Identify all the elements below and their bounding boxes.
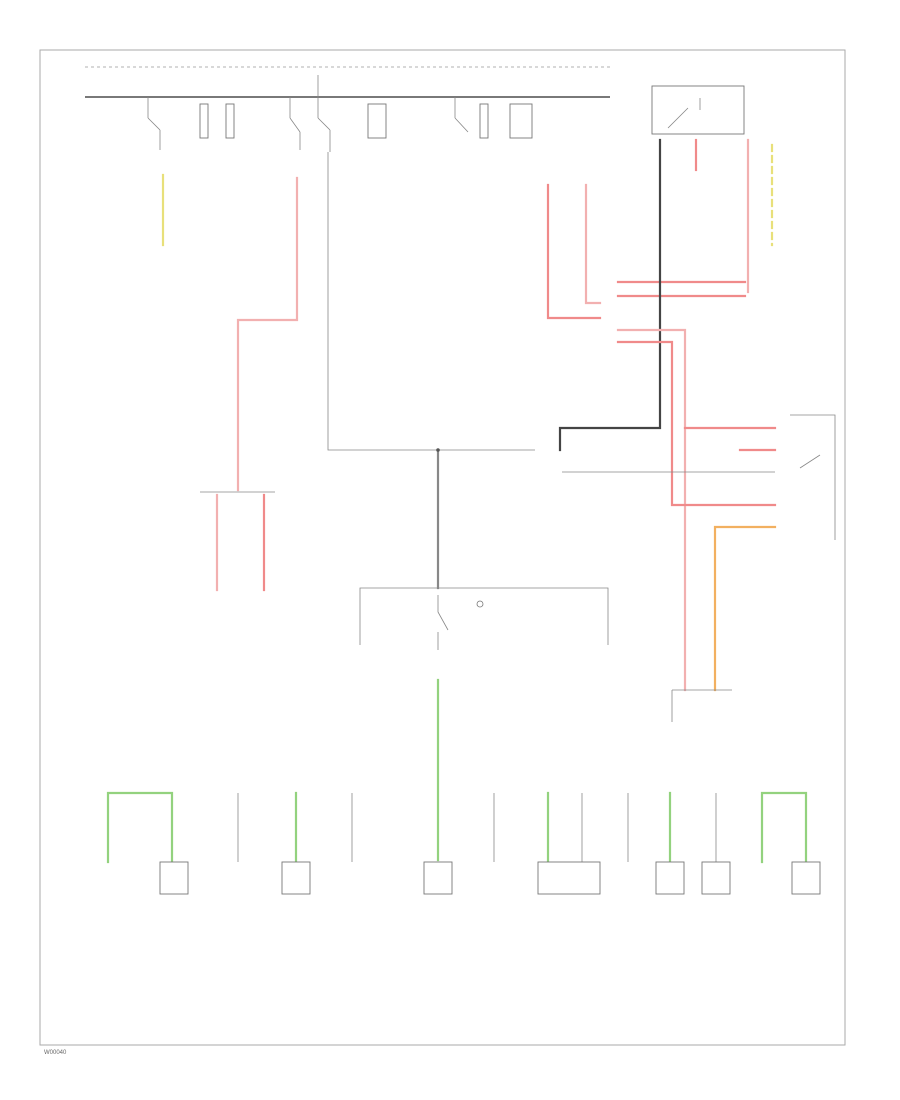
page-code: W00040 bbox=[44, 1050, 67, 1056]
wire-red-right-2 bbox=[584, 183, 602, 305]
component-box bbox=[655, 861, 685, 895]
relay-switch-icon bbox=[454, 97, 469, 133]
splice-icon bbox=[436, 448, 440, 452]
component-box bbox=[537, 861, 601, 895]
wire-orange-module bbox=[713, 525, 777, 692]
wire-green-b11 bbox=[760, 791, 808, 864]
relay-switch-icon bbox=[289, 97, 301, 150]
component-box bbox=[701, 861, 731, 895]
relay-box bbox=[651, 85, 745, 135]
wire-grey-center bbox=[327, 152, 535, 451]
fuse-group-3 bbox=[454, 97, 533, 139]
relay-switch-icon bbox=[799, 454, 821, 469]
fuse-icon bbox=[509, 103, 533, 139]
splice-icon bbox=[476, 600, 484, 608]
bottom-row bbox=[106, 791, 821, 895]
ignition-bracket bbox=[359, 587, 609, 645]
component-box bbox=[791, 861, 821, 895]
fuse-group-1 bbox=[147, 97, 235, 150]
wire-red-main-left bbox=[236, 176, 299, 492]
relay-switch-icon bbox=[147, 97, 161, 150]
fuse-icon bbox=[199, 103, 209, 139]
relay-switch-icon bbox=[667, 98, 701, 129]
fuse-icon bbox=[479, 103, 489, 139]
component-box bbox=[281, 861, 311, 895]
component-box bbox=[423, 861, 453, 895]
fuse-group-2 bbox=[289, 97, 387, 152]
module-bracket-right bbox=[790, 414, 836, 540]
relay-switch-icon bbox=[437, 595, 449, 650]
wire-red-module-2 bbox=[616, 340, 777, 507]
wire-red-module-1 bbox=[616, 328, 687, 692]
fuse-icon bbox=[367, 103, 387, 139]
module-bracket-lower-right bbox=[671, 689, 732, 722]
wire-green-b1 bbox=[106, 791, 174, 864]
component-box bbox=[159, 861, 189, 895]
diagram-frame bbox=[39, 49, 846, 1046]
wire-red-right-1 bbox=[546, 183, 602, 320]
wire-black-right bbox=[558, 138, 662, 452]
fuse-icon bbox=[225, 103, 235, 139]
relay-switch-icon bbox=[317, 97, 331, 152]
